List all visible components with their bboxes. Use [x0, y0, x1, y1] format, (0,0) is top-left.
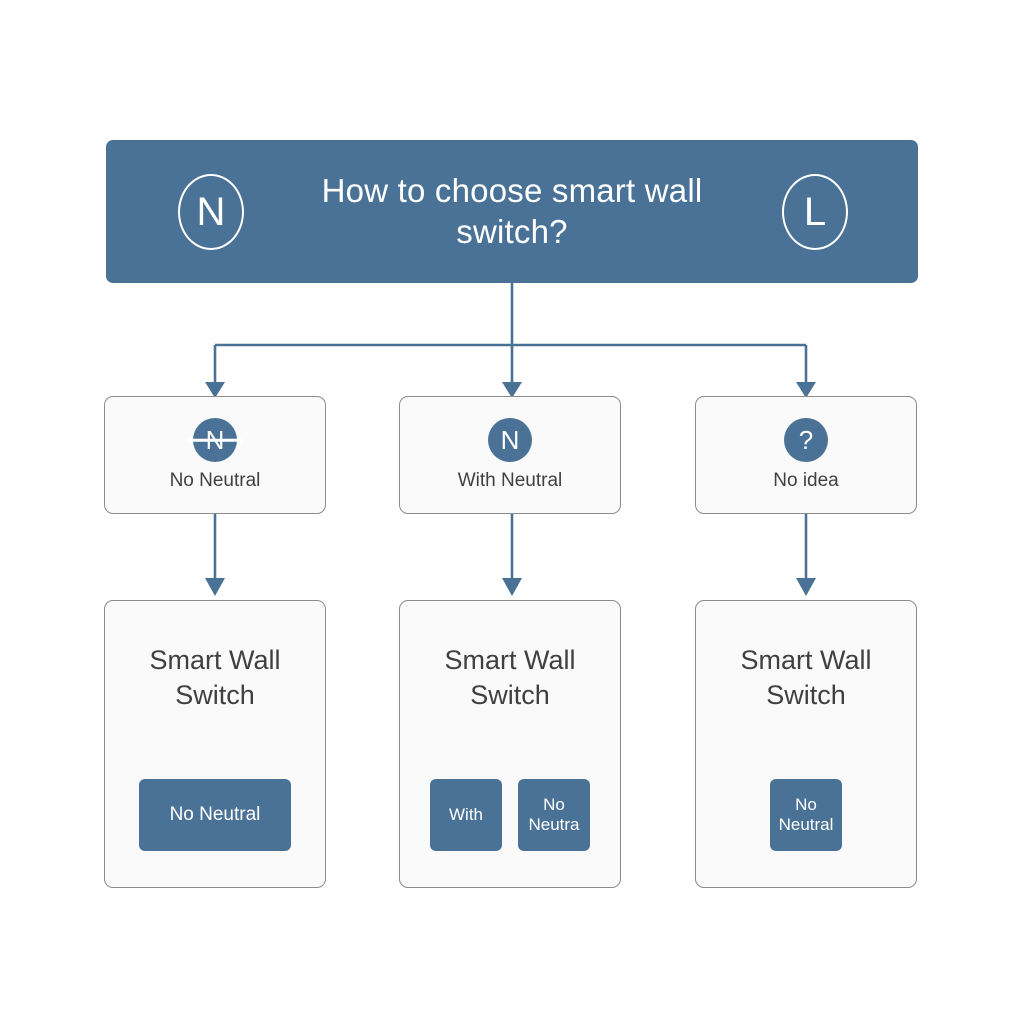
strike-through-line — [188, 438, 242, 442]
live-wire-circle-label: L — [803, 189, 827, 234]
question-badge-icon: ? — [784, 418, 828, 462]
product-card-no-neutral[interactable]: Smart Wall Switch No Neutral — [104, 600, 326, 888]
variant-chip-no-neutra[interactable]: No Neutra — [518, 779, 590, 851]
page-title: How to choose smart wall switch? — [321, 172, 703, 250]
option-card-no-neutral[interactable]: N No Neutral — [104, 396, 326, 514]
chip-row: With No Neutra — [400, 779, 620, 851]
chip-row: No Neutral — [696, 779, 916, 851]
neutral-wire-circle-icon: N — [178, 173, 244, 250]
variant-chip-with[interactable]: With — [430, 779, 502, 851]
product-title: Smart Wall Switch — [740, 645, 872, 710]
arrowhead-product-right — [796, 578, 816, 596]
with-neutral-badge-label: N — [500, 425, 520, 455]
option-card-no-idea[interactable]: ? No idea — [695, 396, 917, 514]
option-label: No idea — [773, 470, 839, 491]
product-title: Smart Wall Switch — [149, 645, 281, 710]
option-label: No Neutral — [169, 470, 261, 491]
product-card-with-neutral[interactable]: Smart Wall Switch With No Neutra — [399, 600, 621, 888]
option-card-with-neutral[interactable]: N With Neutral — [399, 396, 621, 514]
arrowhead-product-center — [502, 578, 522, 596]
product-title: Smart Wall Switch — [444, 645, 576, 710]
option-label: With Neutral — [457, 470, 563, 491]
header-banner: N How to choose smart wall switch? L — [106, 140, 918, 283]
product-card-no-idea[interactable]: Smart Wall Switch No Neutral — [695, 600, 917, 888]
live-wire-circle-icon: L — [782, 173, 848, 250]
with-neutral-badge-icon: N — [488, 418, 532, 462]
question-badge-label: ? — [798, 425, 814, 455]
neutral-wire-circle-label: N — [196, 189, 226, 234]
chip-row: No Neutral — [105, 779, 325, 851]
variant-chip-no-neutral[interactable]: No Neutral — [770, 779, 842, 851]
variant-chip-no-neutral[interactable]: No Neutral — [139, 779, 291, 851]
no-neutral-badge-icon: N — [188, 418, 242, 462]
arrowhead-product-left — [205, 578, 225, 596]
